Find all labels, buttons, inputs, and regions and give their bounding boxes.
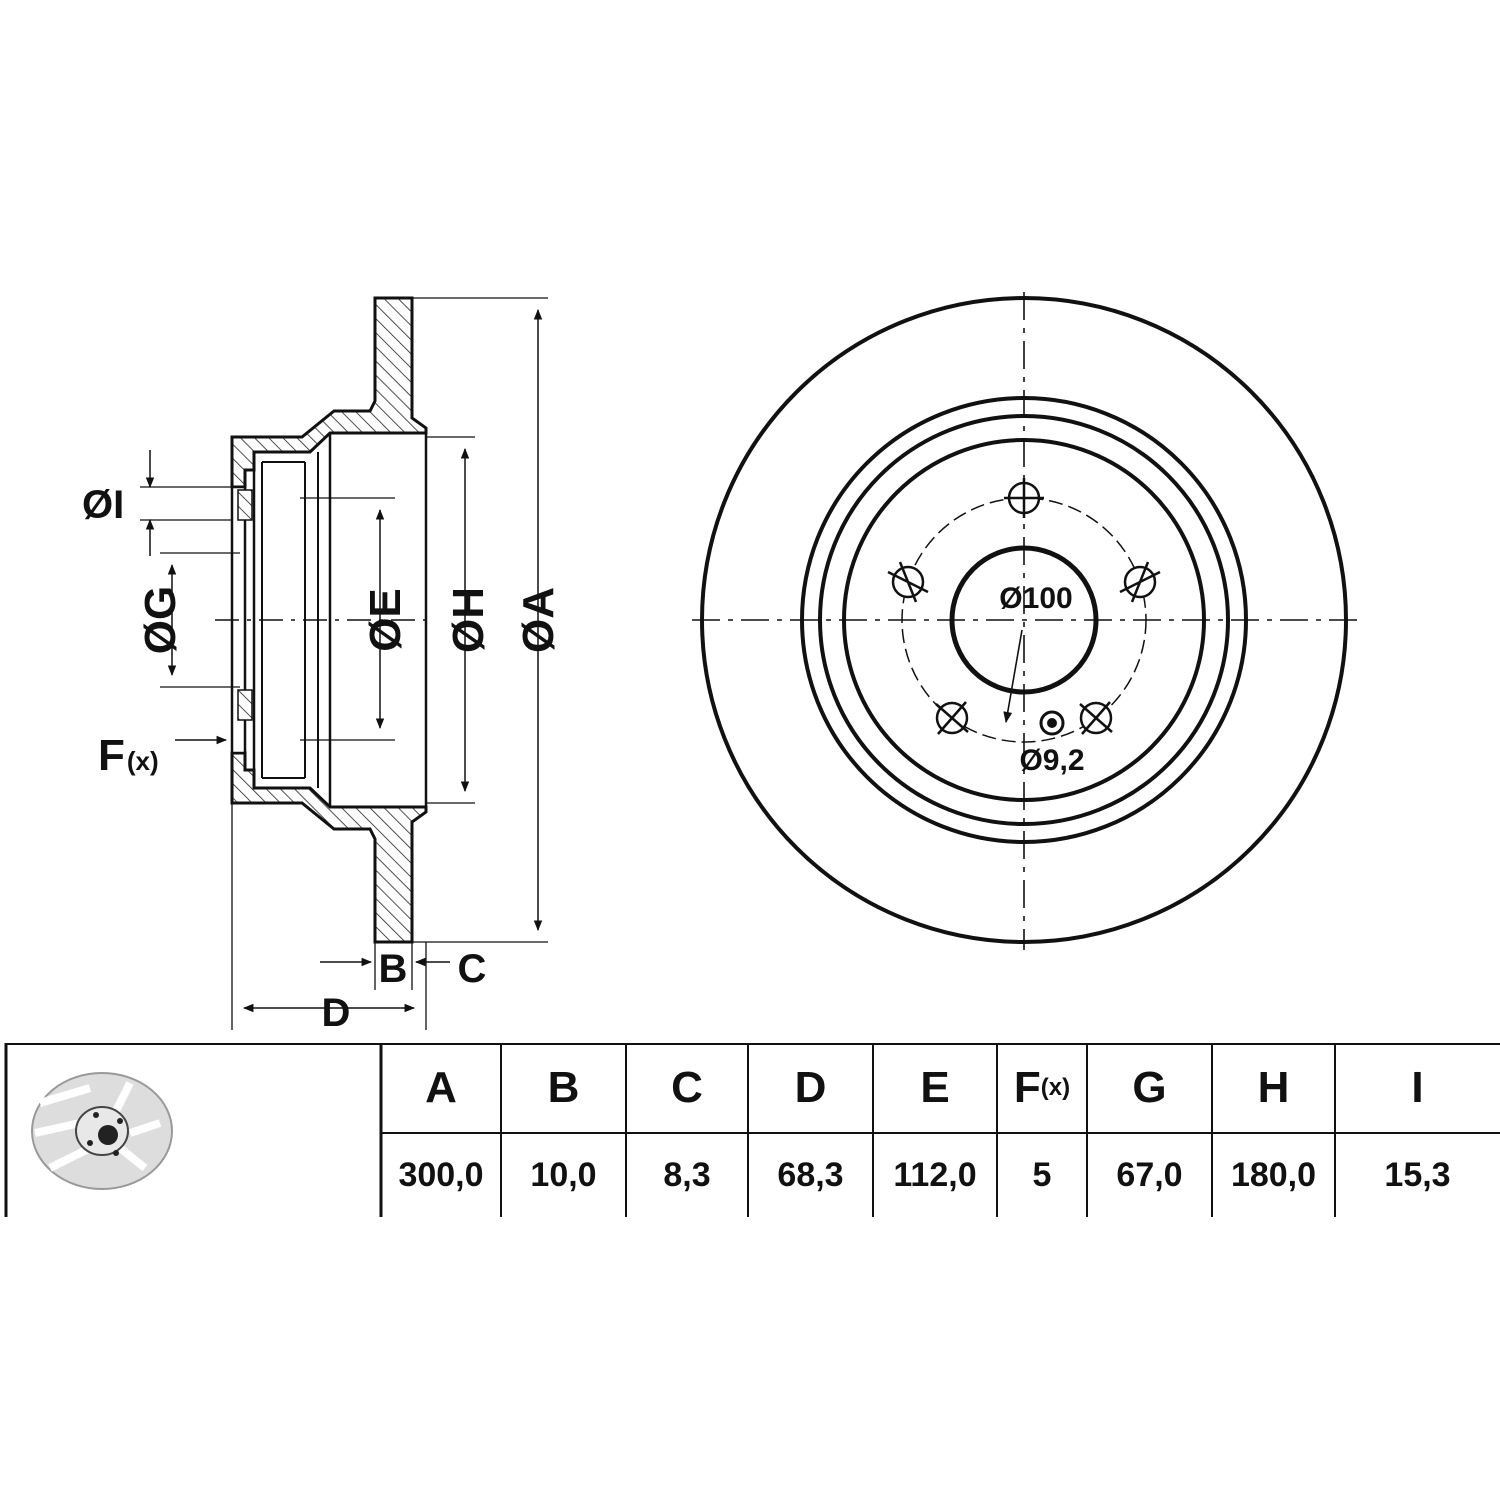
value-d: 68,3 xyxy=(777,1155,844,1194)
bolt-holes xyxy=(887,478,1161,735)
header-a: A xyxy=(425,1063,457,1112)
header-b: B xyxy=(547,1063,580,1112)
label-b: B xyxy=(379,947,408,991)
label-dia-h: ØH xyxy=(444,587,493,653)
label-pcd: Ø100 xyxy=(999,582,1072,615)
section-lower xyxy=(230,751,428,944)
header-d: D xyxy=(794,1063,827,1112)
value-g: 67,0 xyxy=(1116,1155,1183,1194)
section-upper xyxy=(230,296,428,489)
label-dia-a: ØA xyxy=(514,587,563,653)
header-i: I xyxy=(1411,1063,1424,1112)
front-view: Ø100 Ø9,2 xyxy=(692,292,1358,950)
label-c: C xyxy=(458,947,487,991)
label-bolt-hole: Ø9,2 xyxy=(1019,744,1084,777)
label-d: D xyxy=(322,991,351,1035)
value-b: 10,0 xyxy=(530,1155,597,1194)
table-grid xyxy=(4,1043,1500,1217)
technical-drawing: ØI ØG ØE ØH ØA F(x) B C D xyxy=(82,292,1358,1035)
header-h: H xyxy=(1257,1063,1290,1112)
label-dia-i: ØI xyxy=(82,483,124,527)
value-a: 300,0 xyxy=(398,1155,484,1194)
header-f: F(x) xyxy=(1013,1063,1071,1112)
header-e: E xyxy=(920,1063,950,1112)
value-h: 180,0 xyxy=(1230,1155,1317,1194)
brake-disc-thumbnail xyxy=(31,1072,173,1190)
header-g: G xyxy=(1132,1063,1167,1112)
label-dia-g: ØG xyxy=(136,586,185,654)
value-f: 5 xyxy=(1032,1155,1052,1194)
spec-table: A B C D E F(x) G H I 300,0 10,0 8,3 68,3… xyxy=(0,1043,1500,1217)
header-c: C xyxy=(671,1063,703,1112)
value-i: 15,3 xyxy=(1384,1155,1451,1194)
value-c: 8,3 xyxy=(663,1155,711,1194)
label-dia-e: ØE xyxy=(361,588,410,652)
value-e: 112,0 xyxy=(893,1155,977,1194)
label-f: F(x) xyxy=(98,731,159,780)
side-section-view: ØI ØG ØE ØH ØA F(x) B C D xyxy=(82,296,563,1035)
